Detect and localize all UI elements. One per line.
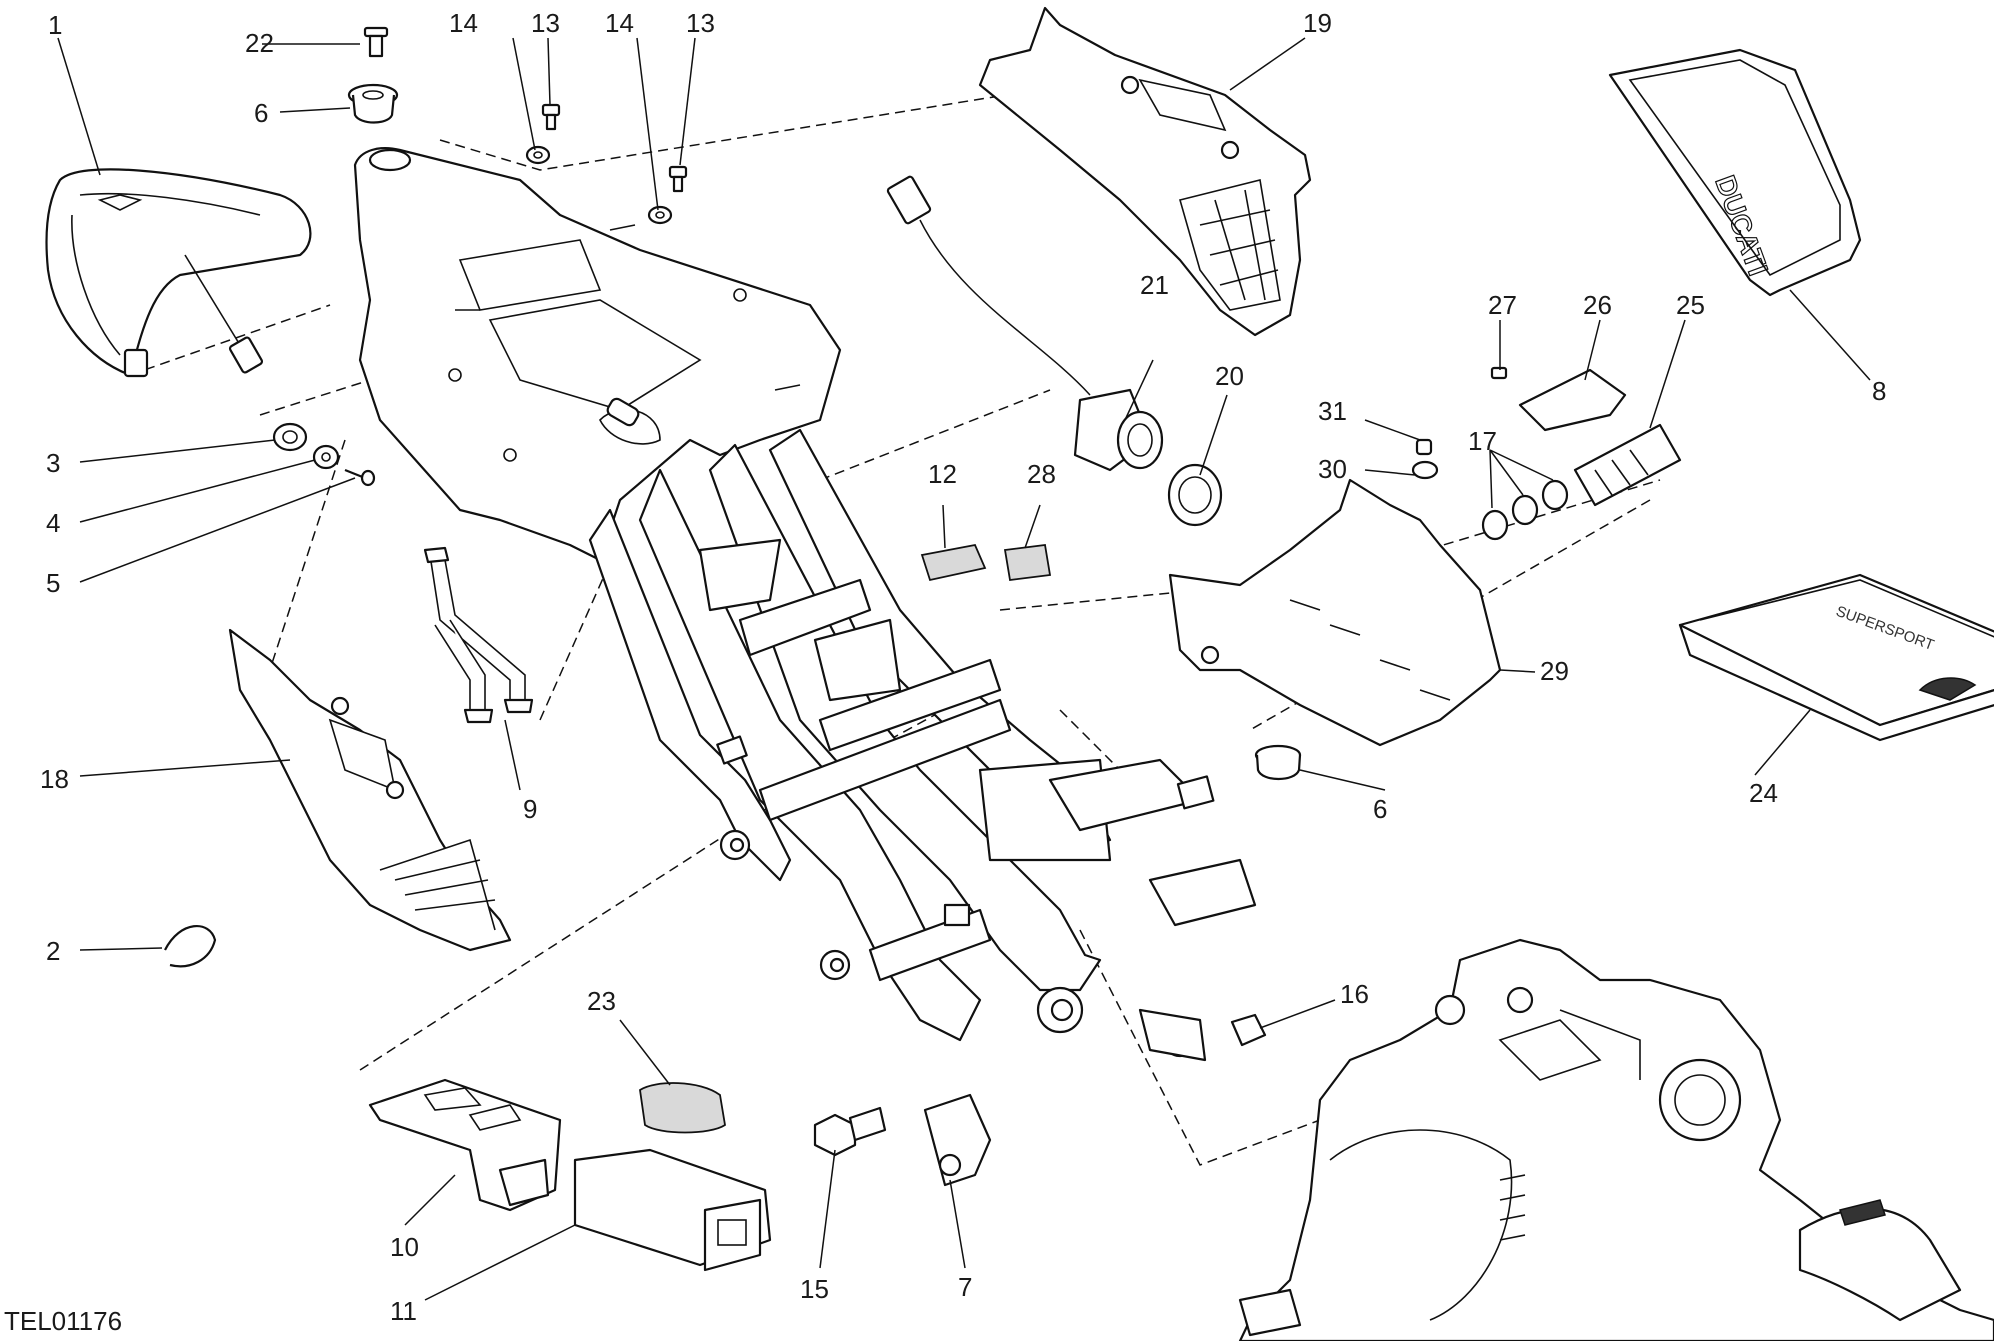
callout-15: 15 — [800, 1274, 829, 1304]
leader-lines — [57, 37, 1871, 1301]
engine-block — [1238, 938, 1994, 1341]
callout-23: 23 — [587, 986, 616, 1016]
callout-3: 3 — [46, 448, 60, 478]
callout-29: 29 — [1540, 656, 1569, 686]
drawing-code: TEL01176 — [4, 1306, 123, 1336]
tail-light-part — [45, 168, 312, 378]
control-unit-11 — [573, 1148, 772, 1272]
callout-12: 12 — [928, 459, 957, 489]
callout-7: 7 — [958, 1272, 972, 1302]
grommet-6-top — [347, 83, 399, 124]
screws-13-14 — [525, 103, 688, 225]
fasteners-3-4-5 — [272, 422, 376, 487]
strap-9 — [423, 546, 534, 724]
callout-19: 19 — [1303, 8, 1332, 38]
pad-23 — [639, 1082, 726, 1134]
callout-28: 28 — [1027, 459, 1056, 489]
screw-22 — [363, 26, 389, 58]
pads-12-28 — [920, 543, 1052, 582]
callout-16: 16 — [1340, 979, 1369, 1009]
callout-4: 4 — [46, 508, 60, 538]
end-cap-7 — [923, 1093, 992, 1187]
callout-20: 20 — [1215, 361, 1244, 391]
callout-18: 18 — [40, 764, 69, 794]
callout-24: 24 — [1749, 778, 1778, 808]
callout-2: 2 — [46, 936, 60, 966]
power-socket-21-20 — [886, 175, 1223, 527]
rear-subframe-plate — [353, 147, 842, 562]
callout-13-a: 13 — [531, 8, 560, 38]
passenger-peg-assembly — [1481, 366, 1682, 541]
owners-manual-24: SUPERSPORT — [1678, 573, 1994, 742]
callout-10: 10 — [390, 1232, 419, 1262]
callout-17: 17 — [1468, 426, 1497, 456]
holder-10 — [368, 1078, 562, 1212]
ducati-cover-8: DUCATI — [1608, 48, 1862, 297]
clip-nut-16 — [1230, 1013, 1267, 1047]
callout-11: 11 — [390, 1296, 417, 1326]
callout-1: 1 — [48, 10, 62, 40]
callout-21: 21 — [1140, 270, 1169, 300]
callout-14-b: 14 — [605, 8, 634, 38]
callout-27: 27 — [1488, 290, 1517, 320]
bracket-29 — [1168, 438, 1502, 747]
callout-labels: 1 2 3 4 5 6 6 7 8 9 10 11 12 13 13 14 14… — [40, 8, 1886, 1326]
callout-30: 30 — [1318, 454, 1347, 484]
callout-13-b: 13 — [686, 8, 715, 38]
grommet-6-lower — [1254, 744, 1302, 781]
callout-6-top: 6 — [254, 98, 268, 128]
callout-5: 5 — [46, 568, 60, 598]
bolt-15 — [813, 1106, 887, 1157]
callout-26: 26 — [1583, 290, 1612, 320]
clip-2 — [164, 925, 217, 968]
license-plate-holder-18 — [228, 628, 512, 952]
callout-9: 9 — [523, 794, 537, 824]
callout-31: 31 — [1318, 396, 1347, 426]
callout-14-a: 14 — [449, 8, 478, 38]
callout-8: 8 — [1872, 376, 1886, 406]
callout-22: 22 — [245, 28, 274, 58]
callout-25: 25 — [1676, 290, 1705, 320]
license-plate-holder-19 — [978, 6, 1312, 337]
callout-6-lower: 6 — [1373, 794, 1387, 824]
rear-frame-tubes — [588, 428, 1257, 1062]
